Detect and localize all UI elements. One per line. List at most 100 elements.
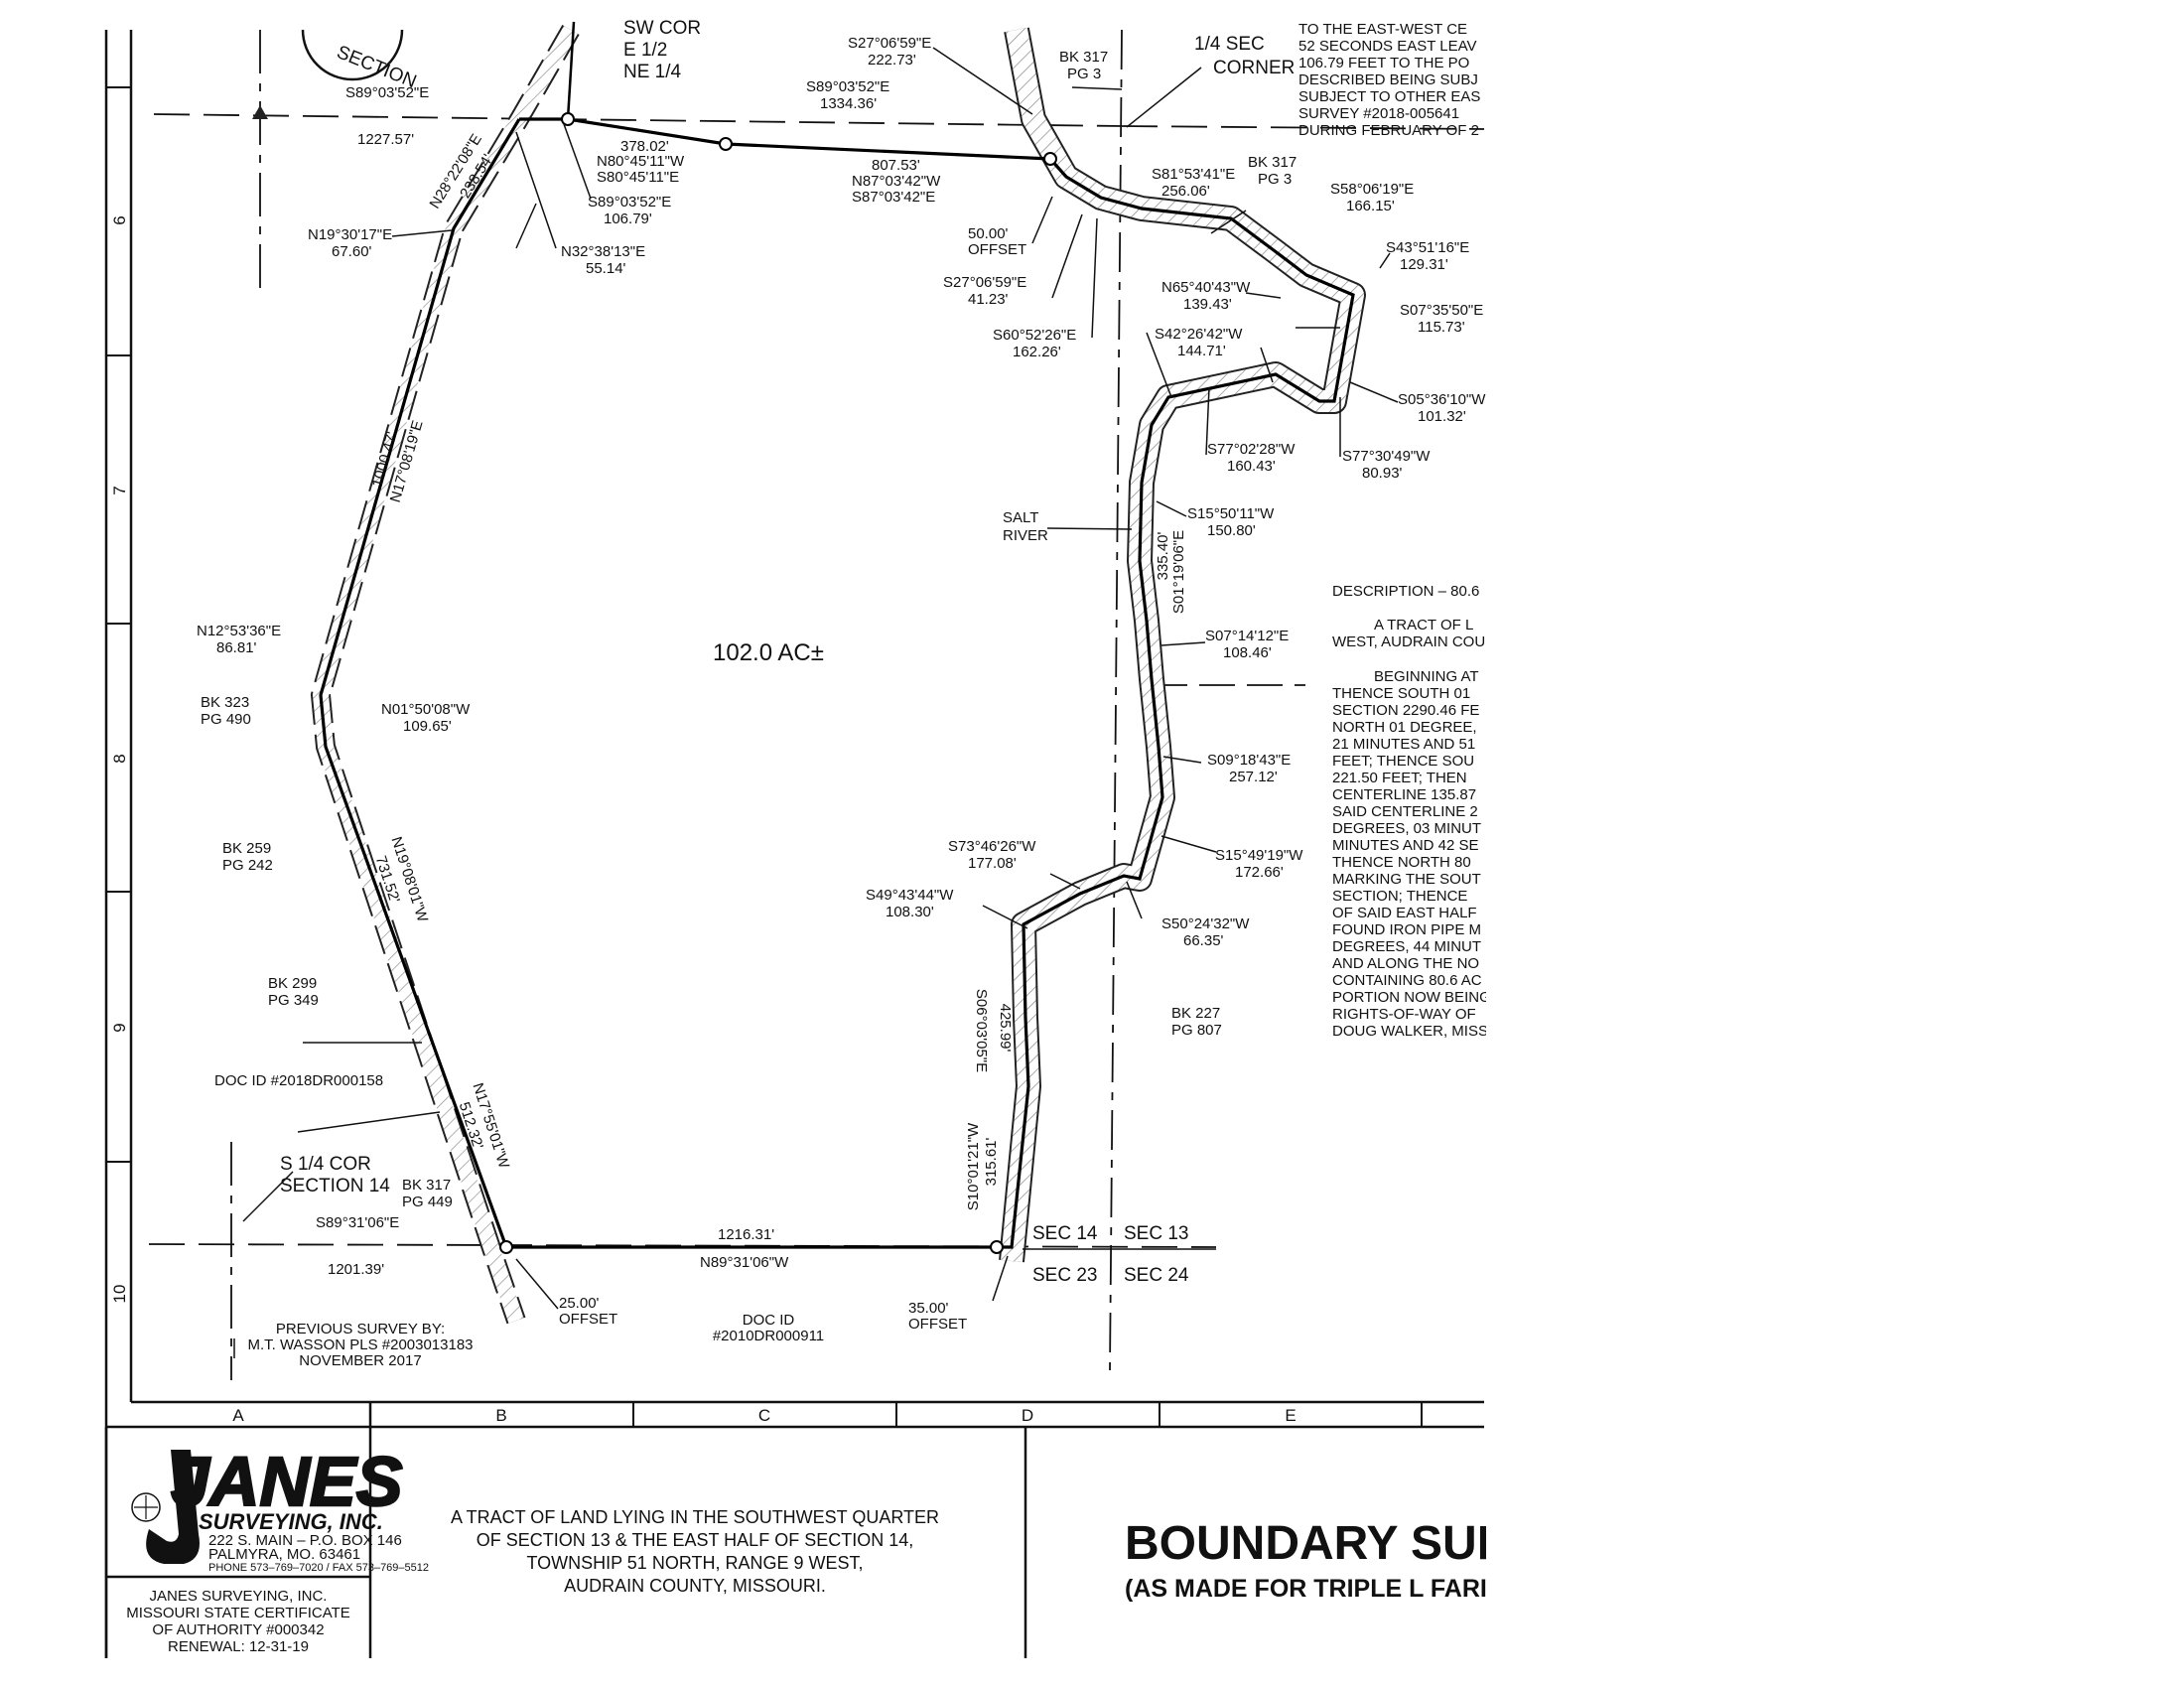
call-26-bearing: S73°46'26"W: [948, 838, 1036, 855]
top-note-7: DURING FEBRUARY OF 2: [1298, 122, 1479, 139]
certificate-line-4: RENEWAL: 12-31-19: [168, 1638, 309, 1655]
call-12-distance: 166.15': [1346, 198, 1395, 214]
call-13-bearing: S43°51'16"E: [1386, 239, 1469, 256]
description-line-4: NORTH 01 DEGREE,: [1332, 719, 1477, 736]
call-8-bearing: N32°38'13"E: [561, 243, 645, 260]
offset-labels: 50.00' OFFSET 25.00' OFFSET 35.00' OFFSE…: [559, 225, 1026, 1333]
call-3-bearing: S89°03'52"E: [806, 78, 889, 95]
call-30-bearing: S06°03'05"E: [973, 989, 990, 1072]
description-line-14: SECTION; THENCE: [1332, 888, 1467, 905]
river-label: SALT RIVER: [1003, 509, 1048, 544]
description-line-2: THENCE SOUTH 01: [1332, 685, 1470, 702]
tract-line-1: A TRACT OF LAND LYING IN THE SOUTHWEST Q…: [451, 1507, 939, 1527]
grid-col-c: C: [758, 1406, 770, 1425]
book-refs: BK 317 PG 3 BK 317 PG 3 BK 323 PG 490 BK…: [201, 49, 1297, 1210]
boundary-calls: S89°03'52"E 1227.57' S27°06'59"E 222.73'…: [197, 35, 1486, 1278]
call-21-distance: 335.40': [1155, 531, 1171, 580]
call-11-bearing: S81°53'41"E: [1152, 166, 1235, 183]
certificate-line-3: OF AUTHORITY #000342: [152, 1621, 324, 1638]
bk317-mid-1: BK 317: [1248, 154, 1297, 171]
previous-survey-1: PREVIOUS SURVEY BY:: [276, 1321, 445, 1337]
call-7-bearing: N19°30'17"E: [308, 226, 392, 243]
top-note-4: DESCRIBED BEING SUBJ: [1298, 71, 1478, 88]
sw-cor-label-1: SW COR: [623, 18, 701, 39]
call-14-bearing: N65°40'43"W: [1161, 279, 1251, 296]
call-6-distance: 106.79': [604, 211, 652, 227]
monument-sw: [499, 1240, 513, 1254]
description-line-10: DEGREES, 03 MINUT: [1332, 820, 1481, 837]
call-18-distance: 160.43': [1227, 458, 1276, 475]
call-23-distance: 86.81': [216, 639, 257, 656]
sheet-frame: [104, 30, 1484, 1658]
description-block: DESCRIPTION – 80.6 A TRACT OF L WEST, AU…: [1332, 583, 1491, 1040]
call-3-distance: 1334.36': [820, 95, 877, 112]
page-cutoff: [1486, 0, 2184, 1688]
call-29-distance: 66.35': [1183, 932, 1224, 949]
grid-col-b: B: [495, 1406, 506, 1425]
certificate-line-2: MISSOURI STATE CERTIFICATE: [126, 1605, 350, 1621]
bk317-bot-1: BK 317: [402, 1177, 451, 1194]
bk227-1: BK 227: [1171, 1005, 1220, 1022]
bk323-1: BK 323: [201, 694, 249, 711]
call-1-bearing: S89°03'52"E: [345, 84, 429, 101]
top-note-6: SURVEY #2018-005641: [1298, 105, 1459, 122]
monuments: [499, 112, 1057, 1254]
call-5-bearing-a: N87°03'42"W: [852, 173, 941, 190]
bk317-bot-2: PG 449: [402, 1194, 453, 1210]
grid-col-d: D: [1022, 1406, 1033, 1425]
doc-id-2010-2: #2010DR000911: [713, 1328, 824, 1344]
call-10-distance: 162.26': [1013, 344, 1061, 360]
tract-description: A TRACT OF LAND LYING IN THE SOUTHWEST Q…: [451, 1507, 939, 1596]
call-15-distance: 115.73': [1418, 319, 1465, 336]
sec-14: SEC 14: [1032, 1223, 1098, 1244]
call-20-distance: 150.80': [1207, 522, 1256, 539]
description-line-21: RIGHTS-OF-WAY OF: [1332, 1006, 1476, 1023]
description-title: DESCRIPTION – 80.6: [1332, 583, 1479, 600]
call-17-distance: 101.32': [1418, 408, 1466, 425]
grid-row-9: 9: [110, 1023, 129, 1032]
monument-se: [990, 1240, 1004, 1254]
bk227-2: PG 807: [1171, 1022, 1222, 1039]
description-line-3: SECTION 2290.46 FE: [1332, 702, 1479, 719]
tract-line-3: TOWNSHIP 51 NORTH, RANGE 9 WEST,: [526, 1553, 863, 1573]
bk317-mid-2: PG 3: [1258, 171, 1292, 188]
description-line-16: FOUND IRON PIPE M: [1332, 921, 1481, 938]
tract-line-2: OF SECTION 13 & THE EAST HALF OF SECTION…: [477, 1530, 913, 1550]
call-14-distance: 139.43': [1183, 296, 1232, 313]
section-tags: SEC 14 SEC 13 SEC 23 SEC 24: [1023, 1223, 1216, 1286]
call-6-bearing: S89°03'52"E: [588, 194, 671, 211]
call-4-bearing-a: N80°45'11"W: [597, 153, 685, 170]
sec-23: SEC 23: [1032, 1265, 1097, 1286]
grid-row-6: 6: [110, 215, 129, 224]
drawing-subtitle: (AS MADE FOR TRIPLE L FARI: [1125, 1575, 1487, 1603]
call-5-bearing-b: S87°03'42"E: [852, 189, 935, 206]
corner-labels: SW COR E 1/2 NE 1/4 1/4 SEC CORNER S 1/4…: [280, 18, 1295, 1196]
section-lines: [148, 29, 1485, 1380]
previous-survey-3: NOVEMBER 2017: [299, 1352, 421, 1369]
call-9-bearing: S27°06'59"E: [943, 274, 1026, 291]
description-line-15: OF SAID EAST HALF: [1332, 905, 1477, 921]
call-7-distance: 67.60': [332, 243, 372, 260]
company-address-1: 222 S. MAIN – P.O. BOX 146: [208, 1532, 402, 1549]
call-28-bearing: S15°49'19"W: [1215, 847, 1303, 864]
call-15-bearing: S07°35'50"E: [1400, 302, 1483, 319]
company-logo: JANES SURVEYING, INC. 222 S. MAIN – P.O.…: [131, 1442, 429, 1574]
top-note-1: TO THE EAST-WEST CE: [1298, 21, 1467, 38]
top-note-5: SUBJECT TO OTHER EAS: [1298, 88, 1480, 105]
s-quarter-label-1: S 1/4 COR: [280, 1154, 371, 1175]
doc-id-2018: DOC ID #2018DR000158: [214, 1072, 383, 1089]
call-5-distance: 807.53': [872, 157, 920, 174]
offset-25-value: 25.00': [559, 1295, 600, 1312]
description-line-6: FEET; THENCE SOU: [1332, 753, 1474, 770]
call-16-distance: 144.71': [1177, 343, 1226, 359]
call-10-bearing: S60°52'26"E: [993, 327, 1076, 344]
river-label-2: RIVER: [1003, 527, 1048, 544]
description-line-20: PORTION NOW BEING: [1332, 989, 1491, 1006]
call-13-distance: 129.31': [1400, 256, 1448, 273]
description-line-8: CENTERLINE 135.87: [1332, 786, 1476, 803]
call-24-bearing: N01°50'08"W: [381, 701, 471, 718]
bk317-top-2: PG 3: [1067, 66, 1101, 82]
road-offset-band: [310, 24, 580, 1325]
company-address-2: PALMYRA, MO. 63461: [208, 1546, 360, 1563]
leader-lines: [242, 47, 1399, 1310]
